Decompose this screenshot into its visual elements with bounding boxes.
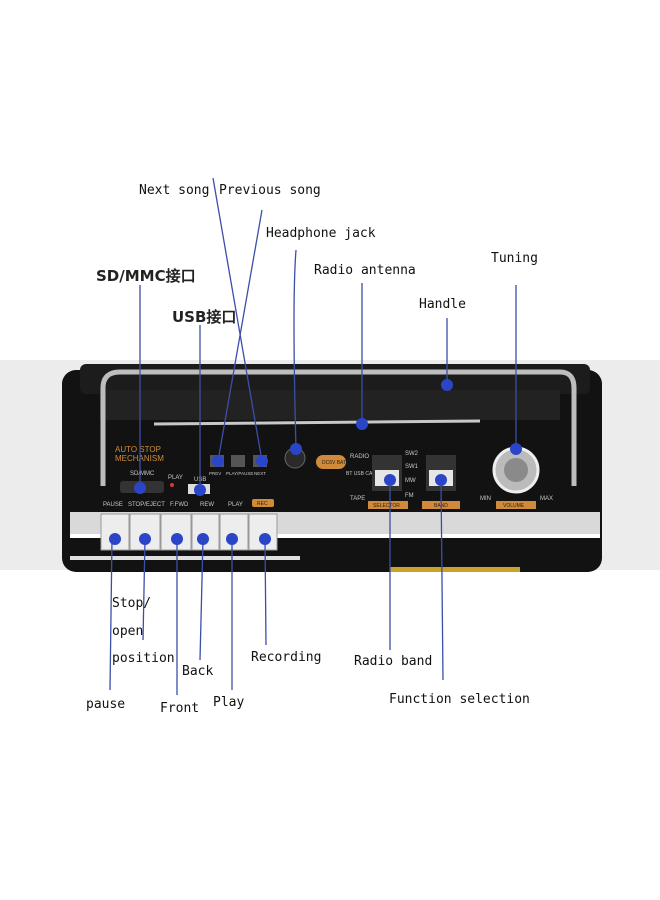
label-stop-open-3: position — [112, 651, 175, 666]
play-pause-button[interactable] — [231, 455, 245, 467]
usb-marker — [194, 484, 206, 496]
pause-marker — [109, 533, 121, 545]
svg-text:MAX: MAX — [540, 496, 553, 502]
svg-text:NEXT: NEXT — [254, 471, 266, 476]
svg-text:BT USB CARD: BT USB CARD — [346, 471, 380, 477]
antenna-marker — [356, 418, 368, 430]
svg-text:F.FWD: F.FWD — [170, 502, 189, 508]
marker-dots — [109, 379, 522, 545]
svg-text:PAUSE: PAUSE — [103, 502, 123, 508]
prev-marker — [212, 455, 224, 467]
svg-text:PLAY: PLAY — [168, 475, 183, 481]
label-headphone-jack: Headphone jack — [266, 226, 376, 241]
svg-text:DC6V BATT: DC6V BATT — [322, 460, 349, 466]
handle — [100, 369, 577, 486]
svg-text:SELECTOR: SELECTOR — [373, 503, 400, 509]
svg-text:STOP/EJECT: STOP/EJECT — [128, 502, 165, 508]
label-stop-open-1: Stop/ — [112, 596, 152, 611]
svg-text:FM: FM — [405, 493, 414, 499]
svg-text:REW: REW — [200, 502, 214, 508]
svg-text:PLAY: PLAY — [228, 502, 243, 508]
svg-text:RADIO: RADIO — [350, 454, 369, 460]
rew-marker — [197, 533, 209, 545]
label-function-selection: Function selection — [389, 692, 530, 707]
stop-eject-key[interactable] — [129, 513, 161, 551]
ffwd-marker — [171, 533, 183, 545]
svg-text:PREV: PREV — [209, 471, 221, 476]
label-tuning: Tuning — [491, 251, 538, 266]
label-radio-band: Radio band — [354, 654, 433, 669]
label-radio-antenna: Radio antenna — [314, 263, 416, 278]
svg-text:SW2: SW2 — [405, 451, 419, 457]
svg-text:PLAY/PAUSE: PLAY/PAUSE — [226, 471, 253, 476]
label-sd-mmc: SD/MMC接口 — [96, 267, 196, 285]
svg-text:VOLUME: VOLUME — [503, 503, 525, 509]
label-usb: USB接口 — [172, 308, 237, 326]
label-play: Play — [213, 695, 245, 710]
antenna — [153, 419, 481, 426]
band-marker — [435, 474, 447, 486]
svg-text:TAPE: TAPE — [350, 496, 365, 502]
next-marker — [256, 455, 268, 467]
svg-text:SW1: SW1 — [405, 464, 419, 470]
tuning-marker — [510, 443, 522, 455]
handle-marker — [441, 379, 453, 391]
svg-text:MIN: MIN — [480, 496, 491, 502]
selector-marker — [384, 474, 396, 486]
sd-mmc-marker — [134, 482, 146, 494]
svg-text:MW: MW — [405, 478, 416, 484]
label-next-song: Next song — [139, 183, 210, 198]
label-recording: Recording — [251, 650, 322, 665]
label-previous-song: Previous song — [219, 183, 321, 198]
play-marker — [226, 533, 238, 545]
label-pause: pause — [86, 697, 126, 712]
label-stop-open-2: open — [112, 624, 144, 639]
auto-stop-text: AUTO STOP — [115, 445, 161, 454]
top-panel — [80, 364, 590, 394]
play-led — [170, 483, 174, 487]
stop-marker — [139, 533, 151, 545]
leader-lines — [109, 177, 517, 695]
rec-marker — [259, 533, 271, 545]
svg-text:REC: REC — [257, 501, 268, 507]
rew-key[interactable] — [191, 513, 220, 551]
label-handle: Handle — [419, 297, 466, 312]
label-back: Back — [182, 664, 214, 679]
label-front: Front — [160, 701, 200, 716]
svg-text:SD/MMC: SD/MMC — [130, 471, 155, 477]
jack-marker — [290, 443, 302, 455]
